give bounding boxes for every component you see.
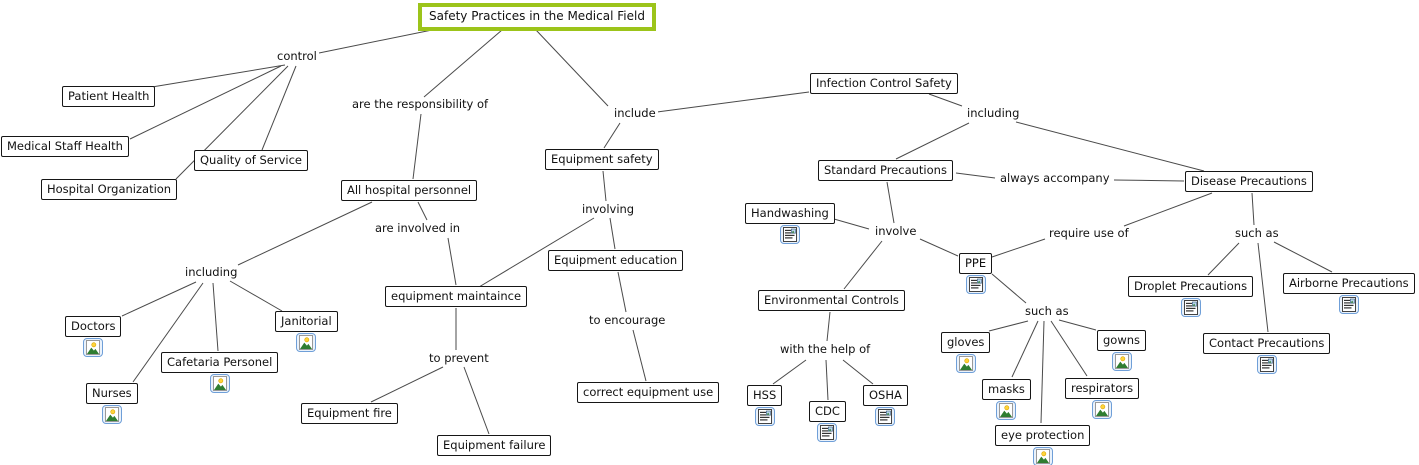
concept-medical-staff-health-label: Medical Staff Health (1, 136, 129, 158)
concept-hospital-organization[interactable]: Hospital Organization (41, 179, 178, 201)
image-resource-icon[interactable] (296, 333, 316, 352)
concept-contact-precautions-label: Contact Precautions (1203, 333, 1331, 355)
document-resource-icon[interactable] (966, 275, 986, 294)
linking-phrase-to-prevent[interactable]: to prevent (427, 351, 491, 366)
concept-equipment-fire[interactable]: Equipment fire (301, 403, 398, 425)
linking-phrase-involving[interactable]: involving (580, 202, 637, 217)
concept-equipment-failure-label: Equipment failure (437, 435, 552, 457)
concept-cafetaria-personel[interactable]: Cafetaria Personel (161, 352, 279, 393)
concept-gowns[interactable]: gowns (1097, 330, 1147, 371)
concept-contact-precautions[interactable]: Contact Precautions (1203, 333, 1331, 374)
image-resource-icon[interactable] (1092, 400, 1112, 419)
concept-nurses[interactable]: Nurses (86, 383, 138, 424)
concept-environmental-controls-label: Environmental Controls (758, 290, 905, 312)
document-resource-icon[interactable] (1257, 355, 1277, 374)
image-resource-icon[interactable] (102, 405, 122, 424)
concept-ppe[interactable]: PPE (959, 253, 993, 294)
concept-janitorial[interactable]: Janitorial (275, 311, 338, 352)
document-resource-icon[interactable] (780, 225, 800, 244)
concept-root-label: Safety Practices in the Medical Field (418, 3, 656, 31)
concept-equipment-maintaince[interactable]: equipment maintaince (385, 286, 528, 308)
document-resource-icon[interactable] (1181, 298, 1201, 317)
concept-all-hospital-personnel[interactable]: All hospital personnel (341, 180, 478, 202)
linking-phrase-are-involved-in[interactable]: are involved in (373, 221, 463, 236)
concept-janitorial-label: Janitorial (275, 311, 338, 333)
concept-standard-precautions-label: Standard Precautions (818, 160, 953, 182)
concept-infection-control-safety-label: Infection Control Safety (810, 73, 958, 95)
concept-eye-protection-label: eye protection (995, 425, 1091, 447)
concept-ppe-label: PPE (959, 253, 993, 275)
concept-hospital-organization-label: Hospital Organization (41, 179, 178, 201)
concept-medical-staff-health[interactable]: Medical Staff Health (1, 136, 129, 158)
concept-quality-of-service-label: Quality of Service (194, 150, 308, 172)
concept-masks-label: masks (982, 379, 1031, 401)
image-resource-icon[interactable] (1112, 352, 1132, 371)
linking-phrase-require-use-of[interactable]: require use of (1047, 226, 1131, 241)
image-resource-icon[interactable] (210, 374, 230, 393)
linking-phrase-involve[interactable]: involve (873, 224, 919, 239)
concept-nurses-label: Nurses (86, 383, 138, 405)
image-resource-icon[interactable] (996, 401, 1016, 420)
concept-eye-protection[interactable]: eye protection (995, 425, 1091, 465)
concept-patient-health[interactable]: Patient Health (62, 86, 156, 108)
linking-phrase-including-right[interactable]: including (965, 106, 1022, 121)
linking-phrase-to-encourage[interactable]: to encourage (587, 313, 668, 328)
concept-doctors[interactable]: Doctors (65, 316, 122, 357)
concept-masks[interactable]: masks (982, 379, 1031, 420)
concept-quality-of-service[interactable]: Quality of Service (194, 150, 308, 172)
concept-equipment-fire-label: Equipment fire (301, 403, 398, 425)
concept-equipment-safety[interactable]: Equipment safety (545, 149, 659, 171)
linking-phrase-such-as-ppe[interactable]: such as (1023, 304, 1071, 319)
concept-equipment-education-label: Equipment education (548, 250, 684, 272)
concept-doctors-label: Doctors (65, 316, 122, 338)
concept-disease-precautions[interactable]: Disease Precautions (1185, 171, 1313, 193)
concept-patient-health-label: Patient Health (62, 86, 156, 108)
concept-equipment-maintaince-label: equipment maintaince (385, 286, 528, 308)
concept-airborne-precautions[interactable]: Airborne Precautions (1283, 273, 1415, 314)
concept-correct-equipment-use[interactable]: correct equipment use (577, 382, 720, 404)
concept-handwashing[interactable]: Handwashing (745, 203, 835, 244)
concept-droplet-precautions-label: Droplet Precautions (1128, 276, 1254, 298)
concept-cdc[interactable]: CDC (809, 401, 846, 442)
concept-standard-precautions[interactable]: Standard Precautions (818, 160, 953, 182)
linking-phrase-responsibility-of[interactable]: are the responsibility of (350, 97, 491, 112)
concept-gloves[interactable]: gloves (941, 332, 991, 373)
concept-root[interactable]: Safety Practices in the Medical Field (418, 3, 656, 31)
linking-phrase-including-left[interactable]: including (183, 265, 240, 280)
concept-equipment-safety-label: Equipment safety (545, 149, 659, 171)
concept-hss-label: HSS (747, 385, 783, 407)
concept-equipment-education[interactable]: Equipment education (548, 250, 684, 272)
concept-cafetaria-personel-label: Cafetaria Personel (161, 352, 279, 374)
concept-equipment-failure[interactable]: Equipment failure (437, 435, 552, 457)
image-resource-icon[interactable] (956, 354, 976, 373)
concept-respirators[interactable]: respirators (1065, 378, 1140, 419)
document-resource-icon[interactable] (817, 423, 837, 442)
concept-respirators-label: respirators (1065, 378, 1140, 400)
linking-phrase-always-accompany[interactable]: always accompany (998, 171, 1112, 186)
concept-all-hospital-personnel-label: All hospital personnel (341, 180, 478, 202)
concept-osha-label: OSHA (863, 385, 908, 407)
linking-phrase-such-as-disease[interactable]: such as (1233, 226, 1281, 241)
linking-phrase-control[interactable]: control (275, 49, 319, 64)
linking-phrase-with-the-help-of[interactable]: with the help of (778, 342, 873, 357)
concept-infection-control-safety[interactable]: Infection Control Safety (810, 73, 958, 95)
document-resource-icon[interactable] (755, 407, 775, 426)
linking-phrase-include[interactable]: include (612, 106, 658, 121)
document-resource-icon[interactable] (1339, 295, 1359, 314)
concept-gloves-label: gloves (941, 332, 991, 354)
concept-handwashing-label: Handwashing (745, 203, 835, 225)
concept-gowns-label: gowns (1097, 330, 1147, 352)
concept-disease-precautions-label: Disease Precautions (1185, 171, 1313, 193)
concept-cdc-label: CDC (809, 401, 846, 423)
concept-droplet-precautions[interactable]: Droplet Precautions (1128, 276, 1254, 317)
concept-osha[interactable]: OSHA (863, 385, 908, 426)
concept-hss[interactable]: HSS (747, 385, 783, 426)
image-resource-icon[interactable] (1033, 447, 1053, 465)
concept-environmental-controls[interactable]: Environmental Controls (758, 290, 905, 312)
document-resource-icon[interactable] (875, 407, 895, 426)
concept-correct-equipment-use-label: correct equipment use (577, 382, 720, 404)
concept-airborne-precautions-label: Airborne Precautions (1283, 273, 1415, 295)
image-resource-icon[interactable] (83, 338, 103, 357)
